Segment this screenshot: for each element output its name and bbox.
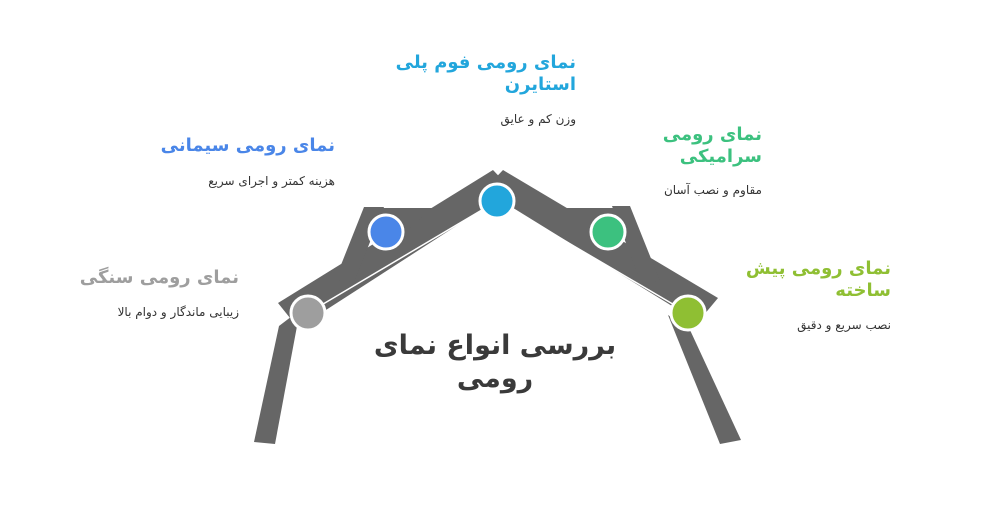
label-stone: نمای رومی سنگی زیبایی ماندگار و دوام بال…	[39, 267, 239, 320]
label-polystyrene-title-line1: نمای رومی فوم پلی	[395, 52, 576, 73]
left-rafter	[278, 170, 512, 328]
right-leg	[668, 315, 741, 444]
node-ceramic	[589, 213, 627, 251]
label-prefab-title-line2: ساخته	[835, 280, 891, 301]
label-ceramic-title-line2: سرامیکی	[679, 146, 762, 167]
left-leg	[254, 310, 300, 444]
node-cement	[367, 213, 405, 251]
label-prefab: نمای رومی پیش ساخته نصب سریع و دقیق	[731, 258, 891, 333]
label-prefab-desc: نصب سریع و دقیق	[797, 318, 891, 332]
label-cement-desc: هزینه کمتر و اجرای سریع	[208, 174, 335, 188]
label-ceramic-title: نمای رومی سرامیکی	[602, 124, 762, 168]
node-polystyrene	[478, 182, 516, 220]
label-prefab-title-line1: نمای رومی پیش	[745, 258, 891, 279]
label-cement: نمای رومی سیمانی هزینه کمتر و اجرای سریع	[135, 135, 335, 189]
label-polystyrene-desc: وزن کم و عایق	[500, 112, 576, 126]
label-ceramic: نمای رومی سرامیکی مقاوم و نصب آسان	[602, 124, 762, 198]
label-stone-desc: زیبایی ماندگار و دوام بالا	[117, 305, 239, 319]
node-prefab	[669, 294, 707, 332]
label-stone-title: نمای رومی سنگی	[79, 267, 239, 288]
label-prefab-title: نمای رومی پیش ساخته	[731, 258, 891, 302]
right-rafter-line	[496, 200, 689, 314]
label-ceramic-title-line1: نمای رومی	[662, 124, 762, 145]
center-title-line2: رومی	[456, 363, 534, 394]
label-polystyrene-title-line2: استایرن	[504, 74, 576, 95]
center-title: بررسی انواع نمای رومی	[350, 329, 640, 395]
label-cement-title: نمای رومی سیمانی	[160, 135, 335, 156]
center-title-line1: بررسی انواع نمای	[373, 330, 617, 361]
left-rafter-line	[307, 200, 498, 314]
node-stone	[289, 294, 327, 332]
label-polystyrene-title: نمای رومی فوم پلی استایرن	[376, 52, 576, 96]
roof-nodes	[289, 182, 707, 332]
label-ceramic-desc: مقاوم و نصب آسان	[663, 183, 762, 197]
label-polystyrene: نمای رومی فوم پلی استایرن وزن کم و عایق	[376, 52, 576, 127]
